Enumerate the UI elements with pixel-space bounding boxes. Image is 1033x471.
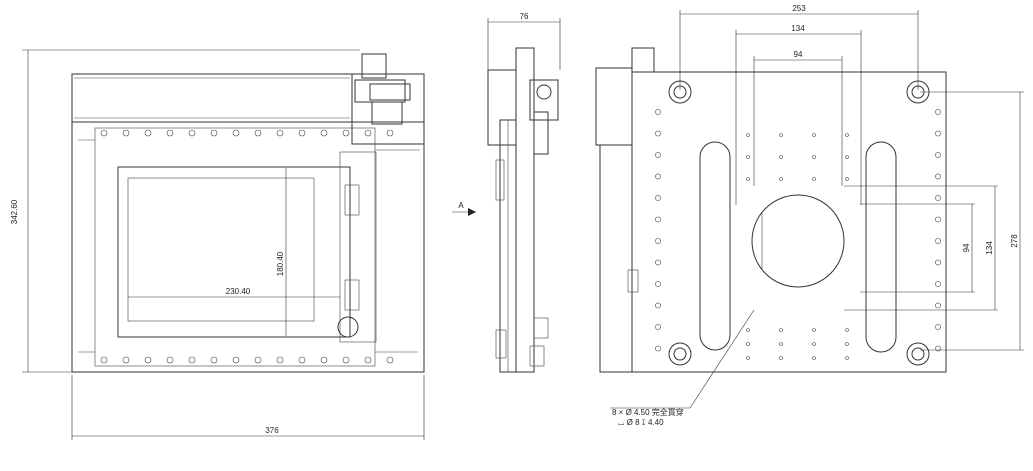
screw-hole [144,129,152,137]
screw-hole [386,129,394,137]
screw-hole [655,324,661,330]
screw-hole [298,129,306,137]
screw-hole [845,133,849,137]
front-view: 342.60 376 230.40 180.40 [10,49,425,440]
screw-hole [935,324,941,330]
screw-hole [298,356,306,364]
rear-span-inner-dim: 94 [794,50,803,59]
screw-hole [746,328,750,332]
screw-hole [655,173,661,180]
screw-hole [779,155,783,159]
rear-v-inner-dim: 94 [962,243,971,252]
screw-hole [812,342,816,346]
screw-hole [364,356,372,364]
screw-hole [655,302,661,309]
screw-hole [935,130,941,137]
screw-hole [254,356,262,364]
screw-hole [320,356,328,364]
rear-v-outer-dim: 278 [1010,234,1019,248]
side-depth-dim: 76 [520,12,529,21]
screw-hole [935,216,941,223]
screw-hole [144,356,152,364]
screw-hole [935,259,941,266]
view-marker-a: A [458,201,464,210]
screw-hole [188,356,196,364]
screw-hole [779,342,783,346]
front-width-dim: 376 [265,426,279,435]
screw-hole [845,177,849,181]
rear-span-outer-dim: 253 [792,4,806,13]
screw-hole [655,281,661,287]
screw-hole [746,177,750,181]
screw-hole [935,302,941,309]
screw-hole [386,356,394,364]
screw-hole [746,155,750,159]
screw-hole [935,345,941,352]
screw-hole [812,177,816,181]
screw-hole [812,328,816,332]
hole-note-line1: 8 × Ø 4.50 完全貫穿 [612,407,684,417]
screw-hole [276,129,284,137]
screw-hole [812,155,816,159]
screw-hole [845,155,849,159]
front-window-height-dim: 180.40 [276,251,285,276]
screw-hole [254,129,262,137]
screw-hole [935,173,941,180]
screw-hole [276,356,284,364]
screw-hole [935,109,941,115]
screw-hole [232,356,240,364]
screw-hole [655,109,661,115]
hole-note-line2: ⌴ Ø 8 ↧ 4.40 [618,418,664,427]
screw-hole [845,356,849,360]
screw-hole [812,356,816,360]
screw-hole [655,259,661,266]
rear-v-mid-dim: 134 [985,241,994,255]
screw-hole [779,133,783,137]
screw-hole [812,133,816,137]
screw-hole [122,356,130,364]
screw-hole [100,356,108,364]
rear-span-mid-dim: 134 [791,24,805,33]
screw-hole [845,342,849,346]
screw-hole [779,356,783,360]
screw-hole [100,129,108,137]
screw-hole [320,129,328,137]
screw-hole [342,129,350,137]
rear-view: 253 134 94 94 134 278 [595,4,1024,427]
screw-hole [655,216,661,223]
screw-hole [935,238,941,244]
screw-hole [210,129,218,137]
front-height-dim: 342.60 [10,199,19,224]
screw-hole [122,129,130,137]
screw-hole [746,133,750,137]
side-view: 76 A [452,12,561,373]
screw-hole [935,195,941,201]
screw-hole [655,345,661,352]
screw-hole [746,342,750,346]
screw-hole [779,328,783,332]
screw-hole [232,129,240,137]
screw-hole [935,281,941,287]
screw-hole [845,328,849,332]
screw-hole [655,152,661,158]
front-window-width-dim: 230.40 [226,287,251,296]
screw-hole [210,356,218,364]
screw-hole [166,356,174,364]
screw-hole [188,129,196,137]
screw-hole [655,195,661,201]
screw-hole [779,177,783,181]
screw-hole [166,129,174,137]
screw-hole [655,238,661,244]
screw-hole [935,152,941,158]
screw-hole [342,356,350,364]
screw-hole [655,130,661,137]
screw-hole [364,129,372,137]
screw-hole [746,356,750,360]
